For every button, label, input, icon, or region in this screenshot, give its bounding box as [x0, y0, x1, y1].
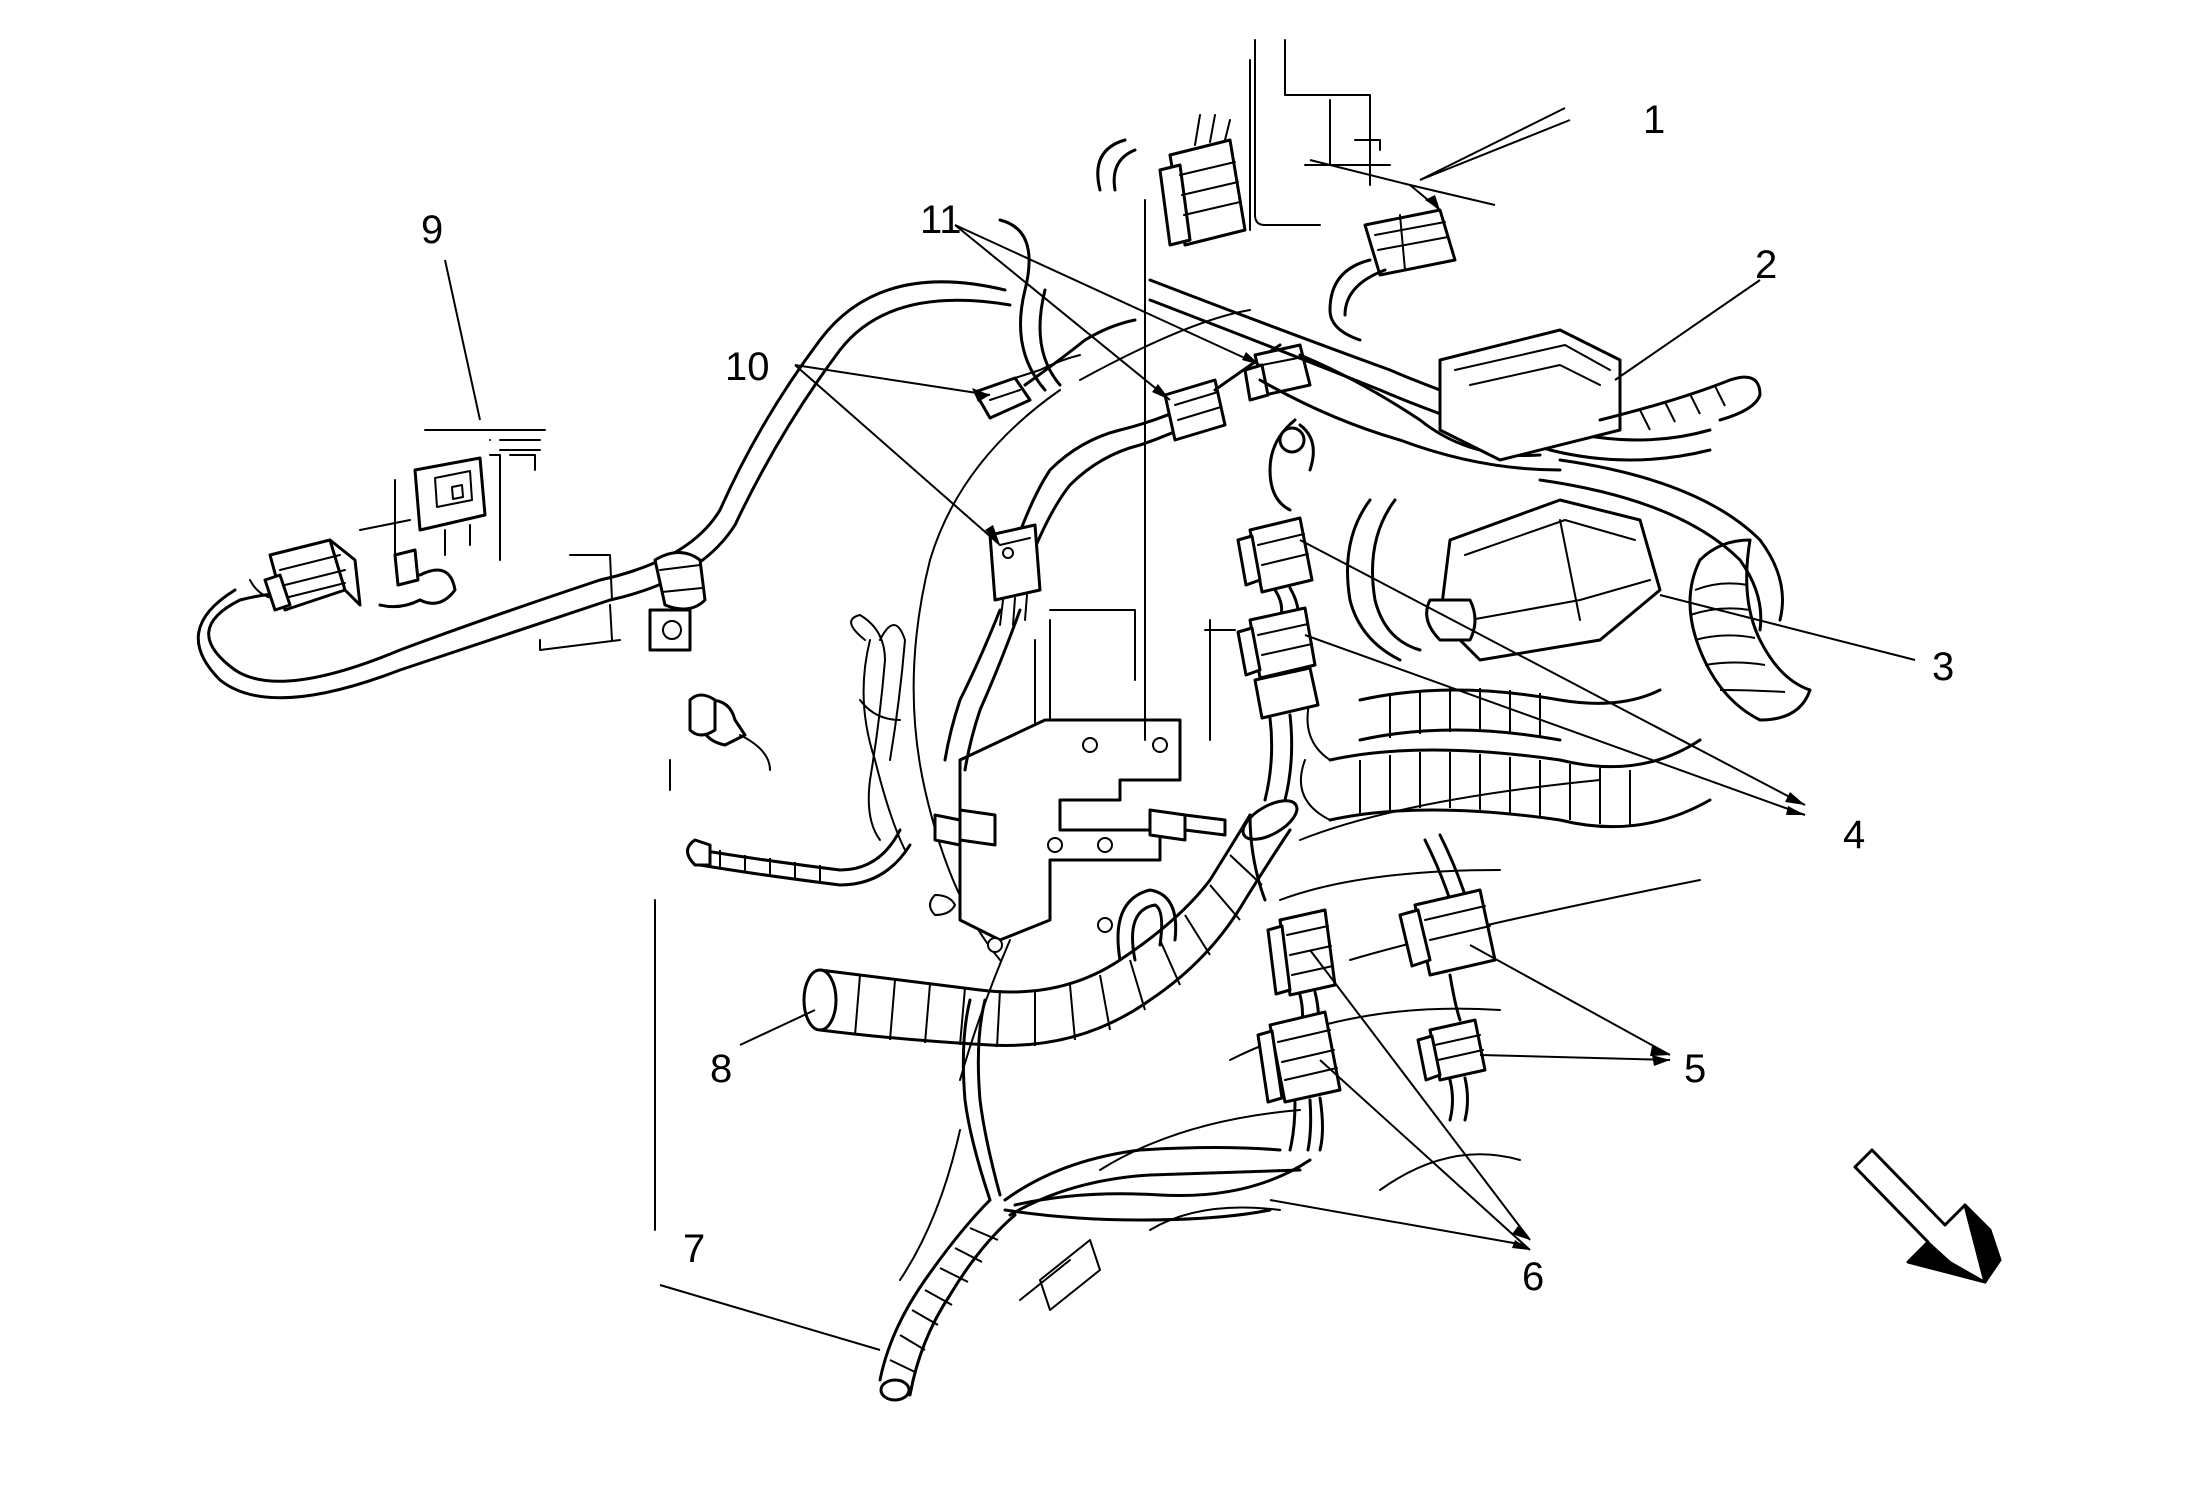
callout-2: 2 — [1755, 243, 1777, 287]
connector-5-group — [1398, 833, 1497, 1122]
harness-8 — [802, 799, 1299, 1048]
connector-4-group — [1236, 418, 1320, 802]
leader-lines — [444, 107, 1916, 1351]
callout-8: 8 — [710, 1047, 732, 1091]
callout-9: 9 — [421, 208, 443, 252]
callout-1: 1 — [1643, 98, 1665, 142]
callout-11: 11 — [920, 198, 962, 242]
callout-3: 3 — [1932, 645, 1954, 689]
callout-10: 10 — [725, 345, 770, 389]
harness-7 — [878, 998, 1312, 1402]
callout-5: 5 — [1684, 1047, 1706, 1091]
callout-4: 4 — [1843, 813, 1865, 857]
callout-7: 7 — [683, 1227, 705, 1271]
view-direction-arrow-icon — [1853, 1148, 2002, 1284]
left-harness — [196, 280, 1012, 737]
body-panel — [654, 39, 1701, 1311]
callout-labels: 1 2 3 4 5 6 7 8 9 10 11 — [421, 98, 1954, 1299]
connector-6-group — [1256, 908, 1342, 1152]
callout-6: 6 — [1522, 1255, 1544, 1299]
leader-arrowheads — [972, 195, 1805, 1250]
center-harness — [686, 114, 1812, 887]
